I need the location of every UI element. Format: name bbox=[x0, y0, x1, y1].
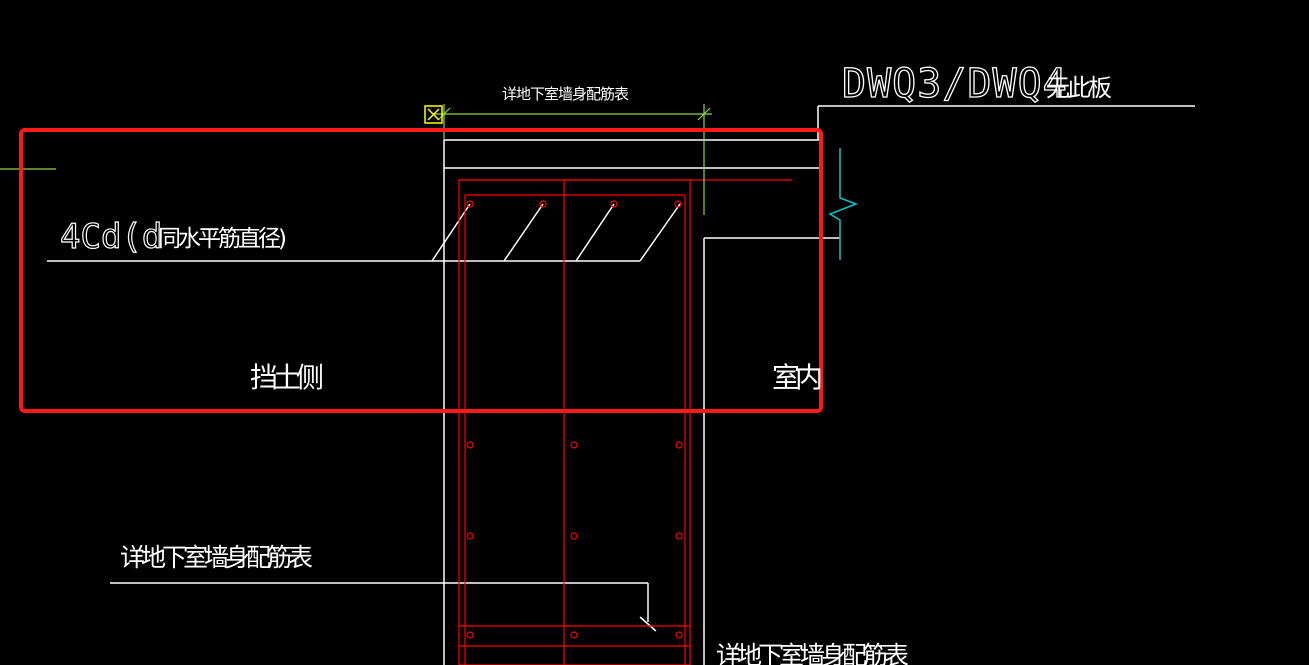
note-bottom-label: 详地下室墙身配筋表 bbox=[716, 641, 909, 665]
soil-side-label: 挡土侧 bbox=[250, 361, 322, 394]
dim-top-label: 详地下室墙身配筋表 bbox=[502, 85, 629, 103]
highlight-box bbox=[19, 128, 823, 413]
grip-box-icon[interactable] bbox=[424, 105, 443, 124]
wall-id-prefix: DWQ3/DWQ4 bbox=[842, 61, 1068, 107]
break-line-icon bbox=[828, 148, 859, 260]
indoor-label: 室内 bbox=[772, 361, 821, 394]
rebar-cage bbox=[458, 179, 792, 665]
wall-id-label: DWQ3/DWQ4 bbox=[842, 61, 1068, 107]
rebar-dots bbox=[466, 200, 683, 639]
anchor-ticks bbox=[431, 203, 681, 262]
anchor-suffix: 同水平筋直径) bbox=[158, 226, 285, 252]
dimension-line bbox=[0, 104, 712, 215]
anchor-prefix: 4Cd( bbox=[60, 217, 142, 257]
anchor-d: d bbox=[142, 217, 162, 257]
note-left-label: 详地下室墙身配筋表 bbox=[120, 543, 313, 572]
wall-id-suffix: 无此板 bbox=[1046, 74, 1112, 102]
anchor-length-label: 4Cd(d bbox=[60, 217, 162, 257]
wall-outline bbox=[47, 105, 1195, 665]
